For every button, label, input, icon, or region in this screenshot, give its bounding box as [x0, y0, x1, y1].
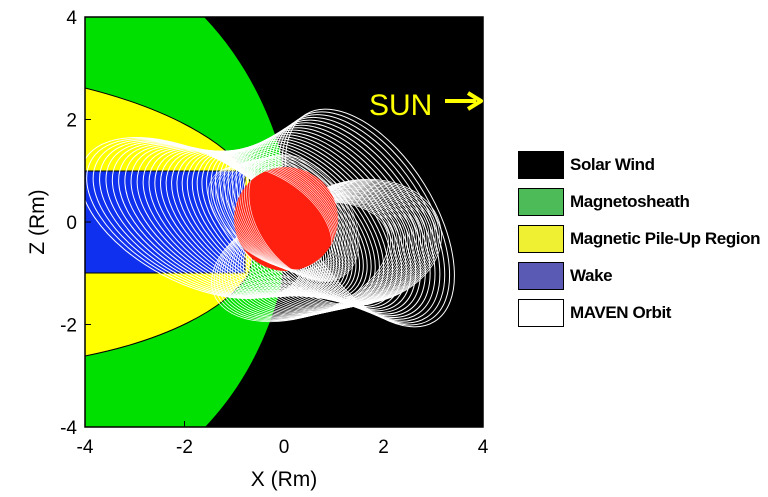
legend-label: MAVEN Orbit [570, 302, 672, 322]
orbit-track [241, 156, 355, 280]
x-axis-label: X (Rm) [251, 468, 318, 491]
x-tick-label: 2 [378, 437, 389, 458]
legend-item-magnetosheath: Magnetosheath [518, 183, 760, 220]
orbit-track [210, 165, 334, 271]
mars-planet [234, 167, 338, 271]
orbit-track [232, 158, 348, 278]
sun-arrow-icon [445, 91, 483, 111]
legend-swatch [518, 150, 564, 179]
orbit-track [246, 155, 358, 281]
y-tick-label: 0 [66, 213, 77, 234]
axis-ticks: -4 -2 0 2 4 4 2 0 -2 -4 [60, 8, 489, 458]
orbit-track [217, 162, 339, 274]
orbit-track [243, 155, 357, 281]
orbit-track [212, 164, 336, 272]
orbit-track [239, 156, 353, 280]
x-tick-label: -2 [176, 437, 193, 458]
y-axis-label: Z (Rm) [26, 189, 49, 254]
sun-label: SUN [369, 89, 432, 122]
legend-swatch [518, 224, 564, 253]
y-tick-label: 4 [66, 8, 77, 29]
orbit-track [224, 160, 344, 276]
orbit-track [220, 162, 340, 274]
orbit-track [227, 159, 345, 277]
x-tick-label: -4 [77, 437, 94, 458]
orbit-track [229, 159, 347, 277]
legend-item-magnetic-pile-up-region: Magnetic Pile-Up Region [518, 220, 760, 257]
legend-label: Solar Wind [570, 154, 655, 174]
legend-label: Wake [570, 265, 613, 285]
legend-item-maven-orbit: MAVEN Orbit [518, 294, 760, 331]
legend-item-wake: Wake [518, 257, 760, 294]
orbit-track [248, 154, 360, 282]
orbit-track [222, 161, 342, 275]
y-tick-label: -4 [60, 418, 77, 439]
legend-label: Magnetosheath [570, 191, 690, 211]
x-tick-label: 4 [478, 437, 489, 458]
y-tick-label: -2 [60, 316, 77, 337]
legend-item-solar-wind: Solar Wind [518, 146, 760, 183]
legend-swatch [518, 187, 564, 216]
orbit-track [234, 157, 350, 279]
orbit-track [236, 157, 352, 279]
x-tick-label: 0 [279, 437, 290, 458]
legend-swatch [518, 261, 564, 290]
legend-swatch [518, 298, 564, 327]
orbit-track [207, 165, 333, 271]
legend-label: Magnetic Pile-Up Region [570, 228, 761, 248]
orbit-track [124, 144, 318, 298]
mars-orbit-overlay [207, 154, 360, 282]
orbit-track [215, 163, 337, 273]
y-tick-label: 2 [66, 111, 77, 132]
